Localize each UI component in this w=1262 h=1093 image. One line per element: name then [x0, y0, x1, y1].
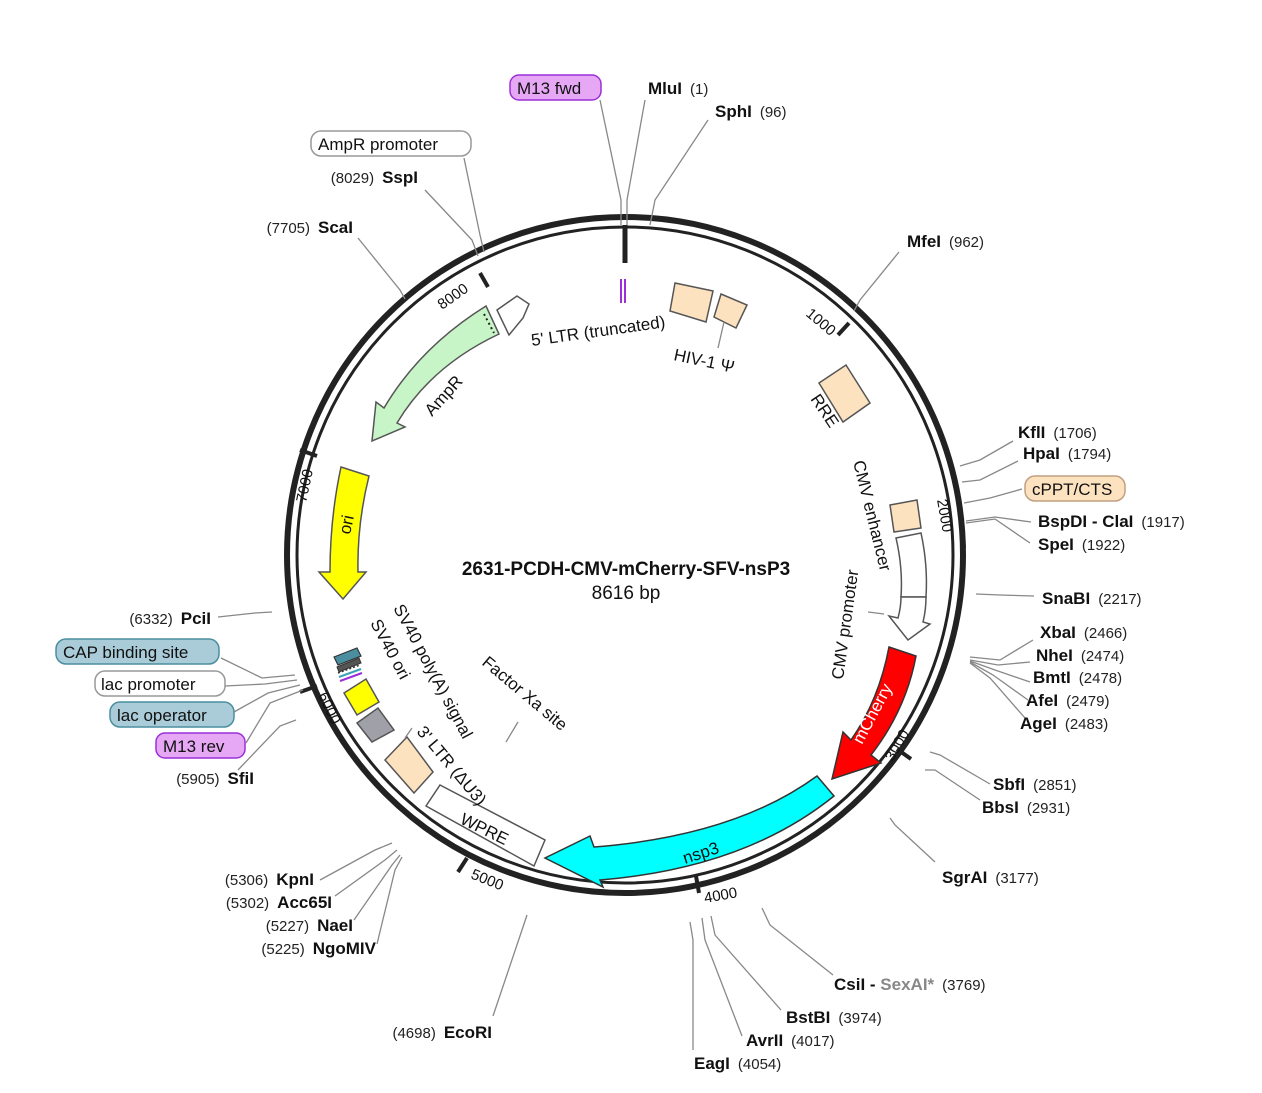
map-size-label: 8616 bp	[592, 583, 661, 604]
feature-cmv-promoter-leader	[867, 611, 885, 615]
site-mfei: MfeI(962)	[907, 232, 984, 251]
lac-region-markers	[333, 647, 363, 682]
tick-label-2000: 2000	[933, 498, 956, 534]
feature-wpre-box	[424, 784, 546, 868]
site-sfii: (5905)SfiI	[176, 769, 254, 788]
lac-promoter-box: lac promoter	[94, 670, 226, 697]
site-xbai: XbaI(2466)	[1040, 623, 1127, 642]
site-csii-sexai: CsiI - SexAI*(3769)	[834, 975, 986, 994]
site-mlui: MluI(1)	[648, 79, 708, 98]
site-bbsi: BbsI(2931)	[982, 798, 1070, 817]
tick-mark-2000	[960, 531, 966, 549]
feature-sv40-ori-box	[355, 706, 396, 743]
site-avrii: AvrII(4017)	[746, 1031, 835, 1050]
feature-ori-label: ori	[335, 513, 358, 535]
tick-label-4000: 4000	[703, 884, 739, 907]
feature-mcherry-arrow	[830, 646, 917, 781]
site-sbfi: SbfI(2851)	[993, 775, 1076, 794]
feature-hiv-psi-box-1	[669, 282, 714, 323]
m13-rev-box-label: M13 rev	[163, 737, 225, 756]
feature-factor-xa-label: Factor Xa site	[478, 653, 571, 735]
site-naei: (5227)NaeI	[266, 916, 353, 935]
backbone-outer	[284, 214, 966, 896]
lac-operator-box: lac operator	[109, 701, 235, 728]
feature-hiv-psi-label: HIV-1 Ψ	[672, 345, 736, 376]
feature-sv40-polya-box	[342, 677, 381, 717]
ampr-promoter-box-label: AmpR promoter	[318, 135, 438, 154]
scale-ticks	[299, 272, 966, 894]
tick-label-7000: 7000	[293, 468, 317, 504]
tick-label-6000: 6000	[314, 690, 344, 727]
tick-mark-1000	[836, 321, 851, 337]
feature-cmv-promoter-arrow	[887, 596, 932, 642]
m13-fwd-marker	[620, 279, 626, 303]
m13-fwd-box: M13 fwd	[509, 74, 602, 101]
cppt-cts-box: cPPT/CTS	[1024, 475, 1126, 502]
feature-ampr-promoter-dots	[483, 313, 495, 334]
tick-label-1000: 1000	[802, 305, 838, 339]
lac-operator-box-label: lac operator	[117, 706, 207, 725]
feature-hiv-psi-leader	[717, 321, 725, 349]
site-sphi: SphI(96)	[715, 102, 787, 121]
feature-3ltr-box	[383, 735, 434, 795]
feature-cmv-promoter-label: CMV promoter	[828, 568, 862, 680]
site-spei: SpeI(1922)	[1038, 535, 1125, 554]
tick-mark-3000	[895, 747, 913, 761]
tick-mark-6000	[299, 684, 318, 694]
site-ecori: (4698)EcoRI	[392, 1023, 492, 1042]
site-eagi: EagI(4054)	[694, 1054, 781, 1073]
site-sgrai: SgrAI(3177)	[942, 868, 1039, 887]
feature-rre-box	[817, 363, 872, 424]
site-hpai: HpaI(1794)	[1023, 444, 1111, 463]
site-kfli: KflI(1706)	[1018, 423, 1097, 442]
feature-ampr-arrow	[371, 304, 500, 443]
m13-rev-box: M13 rev	[155, 732, 246, 759]
leader-lines	[217, 99, 1035, 1050]
tick-mark-7000	[299, 448, 318, 458]
site-nhei: NheI(2474)	[1036, 646, 1124, 665]
cap-binding-site-box: CAP binding site	[55, 638, 220, 665]
lac-promoter-box-label: lac promoter	[101, 675, 196, 694]
site-ngomiv: (5225)NgoMIV	[261, 939, 376, 958]
tick-mark-8000	[478, 272, 490, 288]
site-agei: AgeI(2483)	[1020, 714, 1108, 733]
site-bmti: BmtI(2478)	[1033, 668, 1122, 687]
feature-nsp3-arrow	[543, 774, 836, 889]
feature-factor-xa-leader	[505, 721, 519, 743]
site-scai: (7705)ScaI	[267, 218, 353, 237]
feature-cmv-enhancer-label: CMV enhancer	[849, 458, 895, 573]
feature-cppt-box	[889, 499, 922, 533]
site-afei: AfeI(2479)	[1026, 691, 1109, 710]
site-acc65i: (5302)Acc65I	[226, 893, 332, 912]
feature-cmv-enhancer-arrow	[895, 532, 928, 598]
site-snabi: SnaBI(2217)	[1042, 589, 1142, 608]
feature-hiv-psi-box-2	[713, 292, 749, 330]
feature-ori-arrow	[317, 466, 370, 601]
feature-5ltr-arrow	[496, 295, 530, 337]
ampr-promoter-box: AmpR promoter	[310, 130, 472, 157]
m13-fwd-box-label: M13 fwd	[517, 79, 581, 98]
site-bspdi-clai: BspDI - ClaI(1917)	[1038, 512, 1185, 531]
cppt-cts-box-label: cPPT/CTS	[1032, 480, 1112, 499]
site-sspi: (8029)SspI	[331, 168, 418, 187]
feature-5ltr-label: 5' LTR (truncated)	[530, 312, 667, 350]
site-pcii: (6332)PciI	[129, 609, 211, 628]
site-kpni: (5306)KpnI	[225, 870, 314, 889]
feature-3ltr-leader	[404, 727, 413, 739]
site-bstbi: BstBI(3974)	[786, 1008, 882, 1027]
tick-mark-4000	[694, 875, 701, 894]
map-title: 2631-PCDH-CMV-mCherry-SFV-nsP3	[462, 559, 790, 580]
tick-mark-5000	[456, 856, 469, 874]
cap-binding-site-box-label: CAP binding site	[63, 643, 188, 662]
